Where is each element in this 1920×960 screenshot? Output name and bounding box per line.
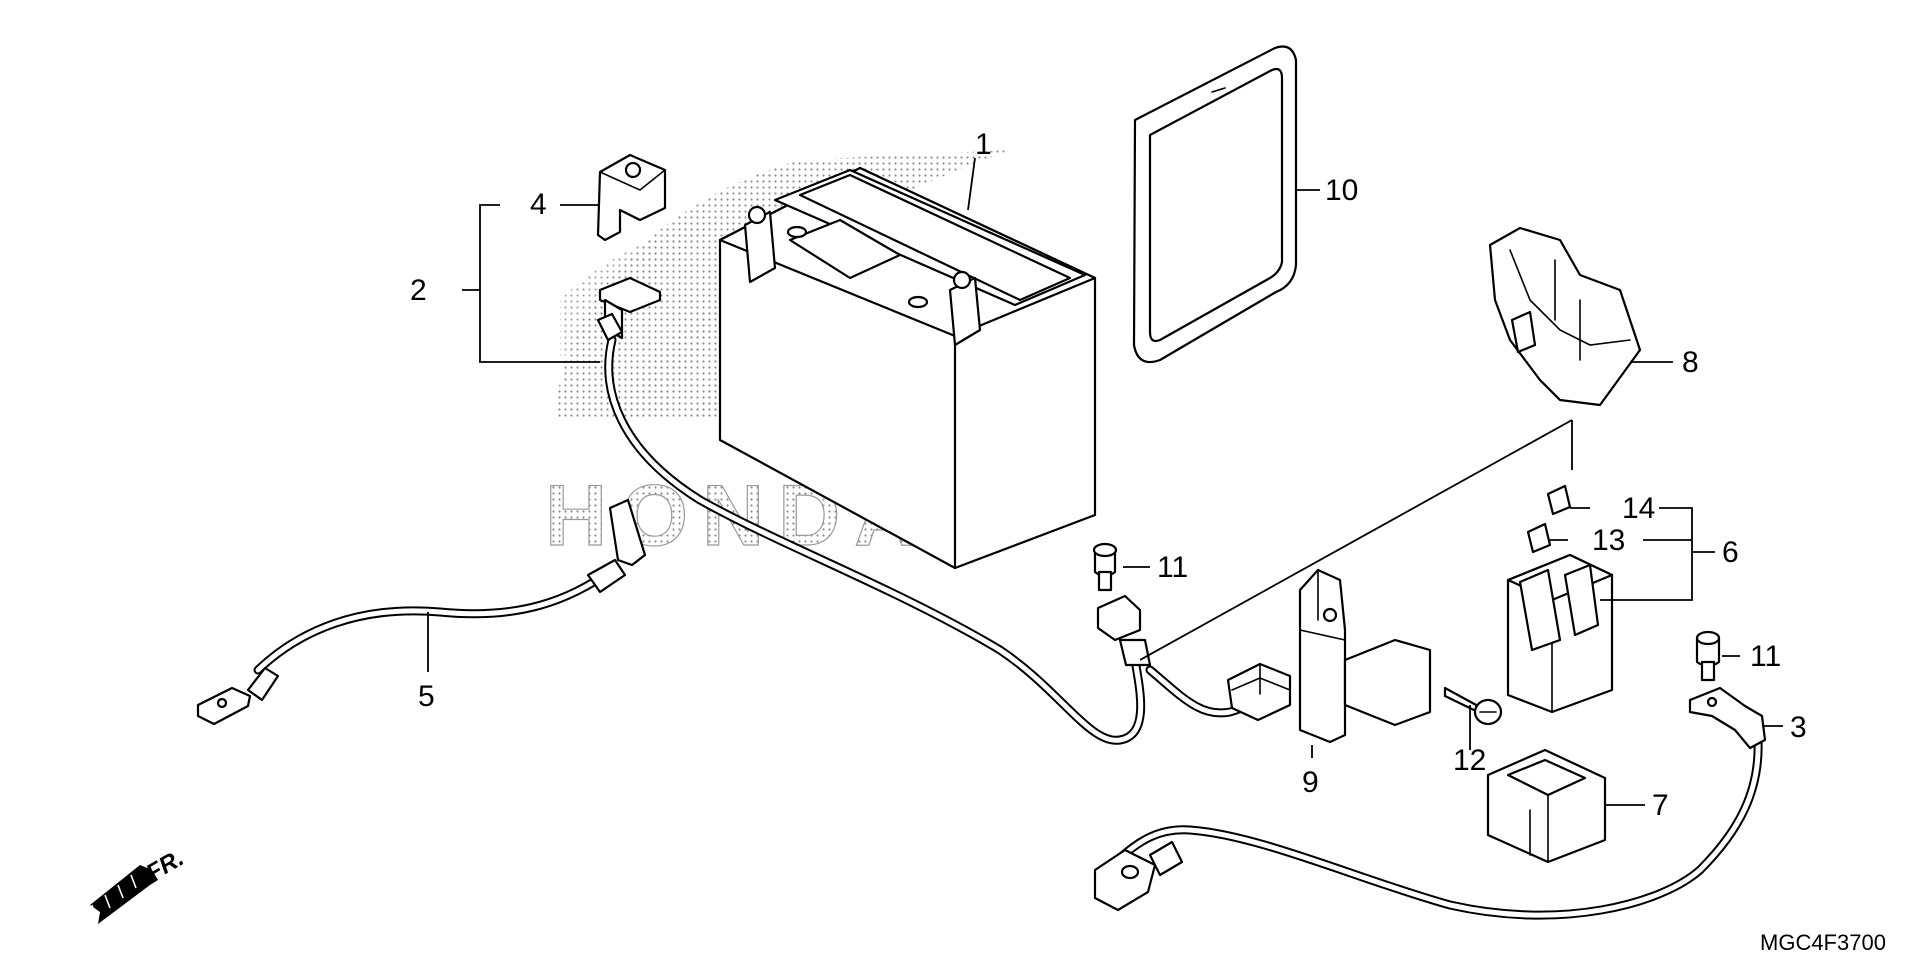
relay-cover-part-8 (1488, 226, 1642, 407)
bolt-part-11-upper (1092, 542, 1118, 592)
terminal-cover-part-4 (596, 153, 667, 242)
callout-9: 9 (1302, 766, 1319, 799)
diagram-code: MGC4F3700 (1760, 930, 1886, 955)
bolt-part-11-lower (1695, 630, 1721, 682)
callout-2: 2 (410, 274, 427, 307)
positive-cable-part-2 (596, 276, 1146, 745)
callout-3: 3 (1790, 711, 1807, 744)
relay-bracket-part-9 (1298, 568, 1432, 744)
callout-11-upper: 11 (1157, 551, 1188, 584)
leader-lines (427, 157, 1783, 806)
callout-6: 6 (1722, 536, 1739, 569)
fuse-part-13 (1526, 522, 1552, 554)
callout-13: 13 (1592, 524, 1625, 557)
callout-4: 4 (530, 188, 547, 221)
callout-8: 8 (1682, 346, 1699, 379)
starter-relay-part-6 (1506, 553, 1614, 714)
callout-7: 7 (1652, 789, 1669, 822)
callout-5: 5 (418, 680, 435, 713)
fuse-part-14 (1546, 484, 1572, 516)
ground-cable-part-3 (1093, 686, 1767, 920)
negative-cable-part-5 (196, 498, 647, 726)
callout-14: 14 (1622, 492, 1655, 525)
battery-band-part-10 (1132, 45, 1298, 364)
callout-11-lower: 11 (1750, 640, 1781, 673)
screw-part-12 (1443, 686, 1503, 726)
callout-1: 1 (975, 128, 992, 161)
front-direction-arrow-icon (90, 865, 158, 924)
harness-connector (1096, 594, 1292, 722)
battery-part-1 (718, 166, 1097, 570)
callout-10: 10 (1325, 174, 1358, 207)
callout-12: 12 (1453, 744, 1486, 777)
relay-holder-part-7 (1486, 748, 1607, 864)
